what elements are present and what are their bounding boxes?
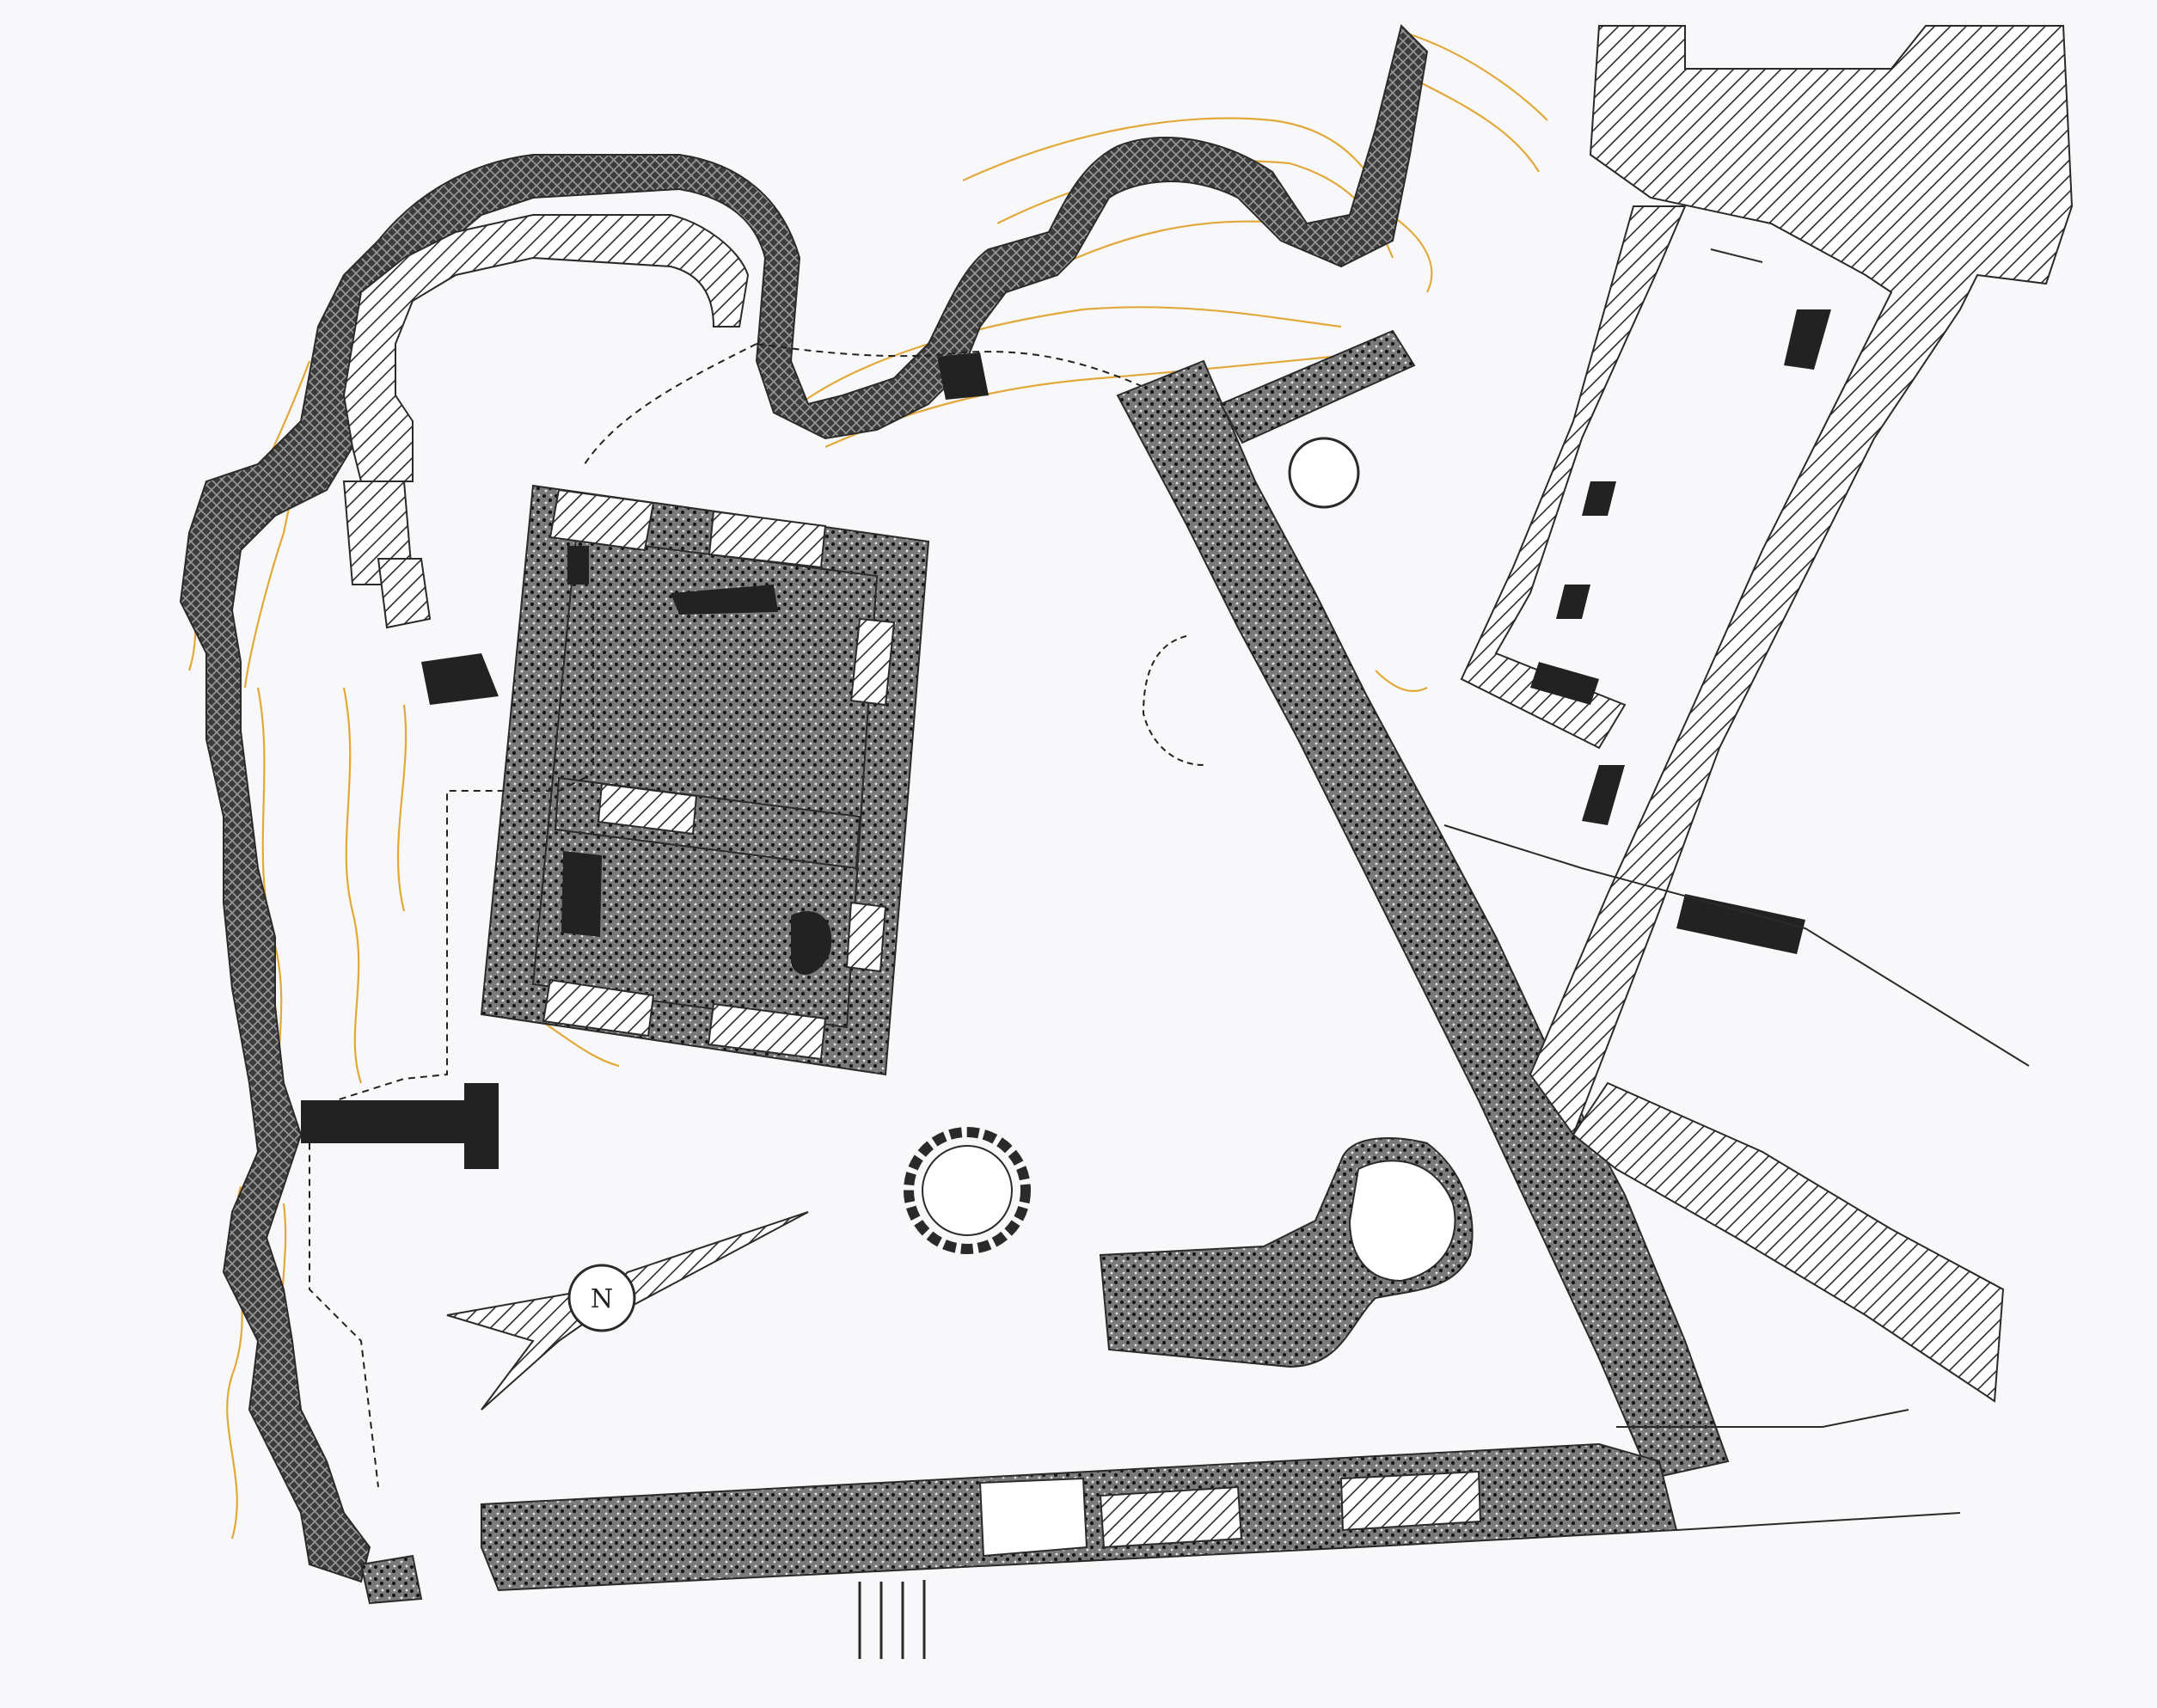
dashed-irregular-feature <box>1142 635 1204 766</box>
well-circle <box>1288 437 1360 509</box>
diagonal-stone-wall <box>1116 359 1730 1480</box>
l-shaped-dark-wall <box>301 1083 499 1169</box>
south-drain <box>858 1580 926 1659</box>
pit-opening <box>1348 1160 1456 1283</box>
west-inner-wall <box>342 214 750 482</box>
central-building <box>480 484 930 1076</box>
south-wall-hatch <box>1099 1470 1482 1549</box>
north-arrow: N <box>446 1211 809 1411</box>
compass-circle <box>567 1264 636 1332</box>
stone-ring-feature <box>904 1127 1031 1254</box>
outer-enclosure-wall <box>179 24 1429 1583</box>
small-stipple-block <box>359 1554 423 1605</box>
east-hatched-wall <box>1529 25 2074 1137</box>
diagonal-hatched-wall <box>1572 1081 2005 1403</box>
gap-in-south-wall <box>978 1477 1088 1558</box>
east-inner-wall <box>1460 205 1687 750</box>
short-north-wall <box>1219 329 1416 444</box>
dark-remains-east <box>1530 309 1831 954</box>
north-label: N <box>591 1284 613 1314</box>
boundary-lines <box>1443 248 2030 1531</box>
dark-block-north <box>937 352 989 400</box>
dashed-boundary-line <box>309 343 1144 1488</box>
west-pier-2 <box>377 558 432 629</box>
dark-wall-fragment <box>421 653 499 705</box>
